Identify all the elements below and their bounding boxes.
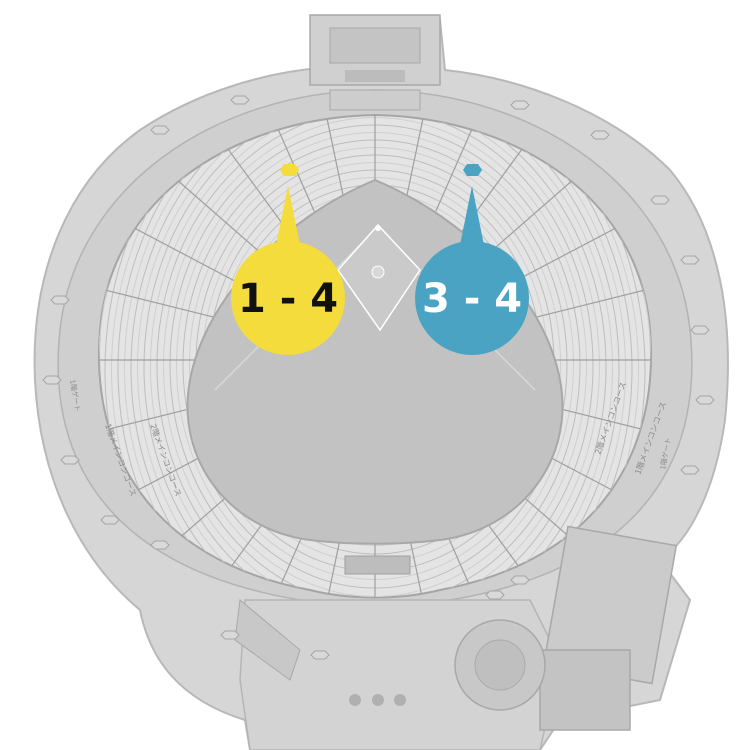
aisle-line (307, 115, 345, 200)
seat-row (130, 115, 620, 598)
small-gate-marker (510, 100, 530, 110)
bottom-plaza (234, 525, 678, 750)
aisle-line (405, 520, 443, 598)
gate-1-4-pin (276, 186, 300, 245)
small-gate-marker (485, 590, 505, 600)
seat-row (124, 115, 626, 598)
small-gate-marker (510, 575, 530, 585)
seat-row (137, 115, 613, 598)
aisle-line (98, 283, 239, 324)
small-gate-marker (695, 395, 715, 405)
small-gate-marker (230, 95, 250, 105)
small-gate-marker (42, 375, 62, 385)
seat-row (156, 115, 594, 598)
gate-1-4-label: 1 - 4 (238, 276, 338, 322)
small-gate-marker (690, 325, 710, 335)
pitchers-mound (371, 265, 385, 279)
small-gate-markers (42, 95, 715, 660)
small-gate-marker (220, 630, 240, 640)
gate-1-4-bubble (231, 241, 345, 355)
gate-3-4-pin (460, 186, 484, 245)
gate-1-4-target (280, 164, 299, 176)
gate-3-4-bubble (415, 241, 529, 355)
gate-marker-1-4[interactable]: 1 - 4 (231, 164, 345, 355)
gate-3-4-target (463, 164, 482, 176)
small-gate-marker (150, 125, 170, 135)
seat-row (111, 115, 639, 598)
small-gate-marker (590, 130, 610, 140)
home-plate (375, 225, 381, 231)
small-gate-marker (150, 540, 170, 550)
aisle-line (244, 115, 315, 212)
gate-3-4-label: 3 - 4 (422, 276, 522, 322)
small-gate-marker (310, 650, 330, 660)
seat-row (104, 115, 646, 598)
aisle-line (511, 283, 652, 324)
aisle-line (405, 115, 443, 200)
small-gate-marker (100, 515, 120, 525)
backstop-building (309, 14, 441, 111)
seat-row (150, 115, 600, 598)
small-gate-marker (680, 465, 700, 475)
aisle-line (307, 520, 345, 598)
small-gate-marker (650, 195, 670, 205)
gate-marker-3-4[interactable]: 3 - 4 (415, 164, 529, 355)
small-gate-marker (680, 255, 700, 265)
small-gate-marker (50, 295, 70, 305)
seat-row (117, 115, 633, 598)
outfield-scoreboard (344, 555, 411, 575)
small-gate-marker (60, 455, 80, 465)
seat-row (143, 115, 607, 598)
aisle-line (435, 115, 506, 212)
